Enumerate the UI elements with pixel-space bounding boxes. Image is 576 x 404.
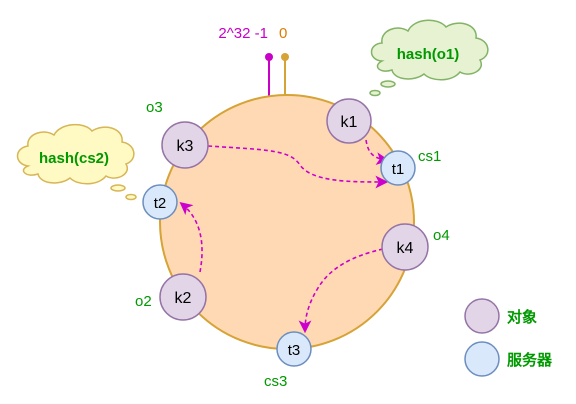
- object-k4[interactable]: k4: [381, 223, 429, 271]
- marker-zero-dot: [281, 53, 289, 61]
- arrow-k2-to-t2: [179, 201, 203, 273]
- legend-server-label: 服务器: [507, 351, 553, 369]
- object-k4-label: k4: [397, 240, 414, 257]
- label-max: 2^32 -1: [218, 25, 268, 42]
- server-t1-label: t1: [392, 161, 405, 178]
- cloud-cs2-dot-1: [110, 184, 126, 192]
- server-t3[interactable]: t3: [276, 331, 312, 367]
- label-zero: 0: [279, 25, 287, 42]
- object-k2-label: k2: [175, 290, 192, 307]
- server-t2-label: t2: [154, 195, 167, 212]
- cloud-o1-text: hash(o1): [397, 46, 460, 63]
- cloud-o1: hash(o1): [369, 19, 489, 97]
- cloud-cs2: hash(cs2): [16, 123, 137, 201]
- cloud-cs2-dot-2: [125, 193, 137, 201]
- server-t3-label: t3: [288, 342, 301, 359]
- cloud-cs2-text: hash(cs2): [39, 150, 109, 167]
- object-k4-name: o4: [433, 227, 450, 244]
- legend-server-swatch: [464, 341, 500, 377]
- object-k3[interactable]: k3: [161, 121, 209, 169]
- cloud-o1-dot-1: [380, 80, 396, 88]
- legend: 对象 服务器: [464, 298, 553, 377]
- legend-object-label: 对象: [507, 308, 537, 326]
- object-k1-label: k1: [341, 114, 358, 131]
- object-k2-name: o2: [135, 293, 152, 310]
- object-k3-label: k3: [177, 138, 194, 155]
- arrow-k4-to-t3: [298, 248, 384, 334]
- object-k1[interactable]: k1: [326, 98, 372, 144]
- server-t2[interactable]: t2: [142, 184, 178, 220]
- object-k3-name: o3: [146, 99, 163, 116]
- marker-max-dot: [265, 53, 273, 61]
- object-k2[interactable]: k2: [159, 273, 207, 321]
- arrow-k3-to-t1: [207, 145, 389, 189]
- server-t1[interactable]: t1: [380, 150, 416, 186]
- server-t1-name: cs1: [418, 148, 441, 165]
- legend-object-swatch: [464, 298, 500, 334]
- cloud-o1-dot-2: [369, 89, 381, 97]
- arrow-k1-to-t1: [365, 139, 390, 165]
- server-t3-name: cs3: [264, 373, 287, 390]
